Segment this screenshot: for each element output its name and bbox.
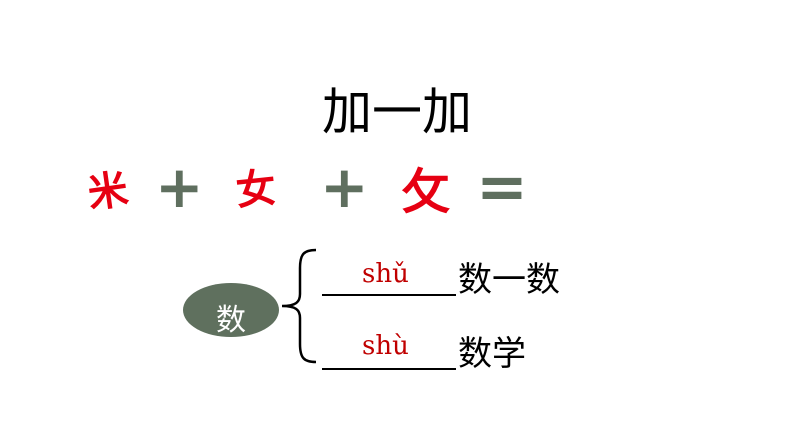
page-title: 加一加 xyxy=(322,83,472,141)
equals-sign: = xyxy=(476,150,528,223)
curly-brace xyxy=(281,248,317,364)
component-nv: 女 xyxy=(233,165,279,215)
character-ellipse: 数 xyxy=(183,283,279,338)
component-mi: 米 xyxy=(84,166,132,218)
pinyin-2: shù xyxy=(362,331,409,361)
character-label: 数 xyxy=(216,303,246,338)
word-1: 数一数 xyxy=(458,260,560,300)
plus-sign-2: + xyxy=(320,153,369,221)
word-2: 数学 xyxy=(458,334,526,374)
component-pu: 攵 xyxy=(402,164,451,220)
answer-blank-2 xyxy=(322,368,456,370)
answer-blank-1 xyxy=(322,294,456,296)
pinyin-1: shǔ xyxy=(362,259,409,289)
plus-sign-1: + xyxy=(155,153,204,221)
